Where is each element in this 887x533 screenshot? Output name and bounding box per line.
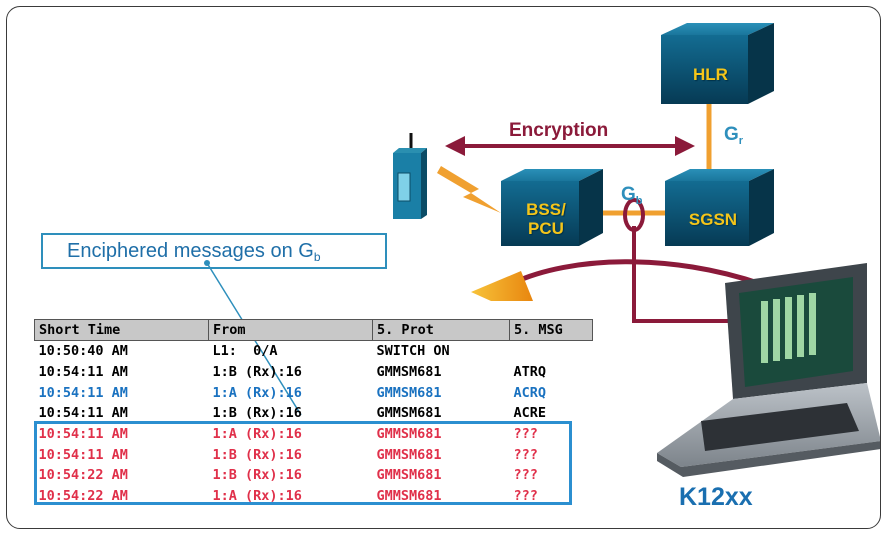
hlr-label: HLR (693, 65, 728, 84)
bss-pcu-cube (501, 169, 603, 246)
network-diagram (393, 23, 880, 477)
hlr-cube (661, 23, 774, 104)
table-row: 10:54:11 AM 1:B (Rx):16 GMMSM681 ATRQ (35, 362, 593, 383)
table-row: 10:54:11 AM 1:B (Rx):16 GMMSM681??? (35, 444, 593, 465)
cell-msg: ??? (513, 488, 538, 505)
cell-from: 1:B (Rx):16 (212, 467, 302, 484)
column-header-time: Short Time (34, 319, 209, 341)
cell-time: 10:54:11 AM (38, 364, 128, 381)
cell-msg (510, 341, 593, 362)
cell-msg: ACRQ (513, 384, 547, 401)
cell-prot: GMMSM681 (376, 446, 442, 463)
sgsn-label: SGSN (688, 210, 738, 229)
diagram-frame: HLR BSS/ PCU SGSN Encryption Gr Gb Encip… (6, 6, 881, 529)
cell-from: 1:B (Rx):16 (212, 446, 302, 463)
mobile-phone-icon (393, 133, 427, 219)
table-row: 10:50:40 AM L1: 0/A SWITCH ON (35, 341, 593, 362)
column-header-msg: 5. MSG (509, 319, 593, 341)
enciphered-messages-callout: Enciphered messages on Gb (41, 233, 387, 269)
cell-from: 1:B (Rx):16 (212, 405, 302, 422)
gr-interface-label: Gr (724, 124, 744, 147)
table-row: 10:54:11 AM 1:A (Rx):16 GMMSM681??? (35, 424, 593, 445)
cell-from: 1:B (Rx):16 (212, 364, 302, 381)
cell-time: 10:54:11 AM (38, 446, 128, 463)
cell-time: 10:54:22 AM (38, 467, 128, 484)
cell-time: 10:54:22 AM (38, 488, 128, 505)
cell-msg: ??? (513, 426, 538, 443)
bss-pcu-label: BSS/ PCU (526, 200, 566, 238)
encryption-label: Encryption (509, 120, 609, 141)
cell-time: 10:54:11 AM (38, 426, 128, 443)
cell-prot: GMMSM681 (376, 405, 442, 422)
cell-from: 1:A (Rx):16 (212, 488, 302, 505)
cell-prot: GMMSM681 (376, 488, 442, 505)
cell-prot: GMMSM681 (376, 384, 442, 401)
cell-from: 1:A (Rx):16 (212, 384, 302, 401)
gb-interface-label: Gb (621, 184, 643, 207)
probe-line (623, 198, 763, 323)
cell-time: 10:54:11 AM (38, 384, 128, 401)
message-log-table: Short Time From 5. Prot 5. MSG 10:50:40 … (34, 319, 593, 507)
table-row: 10:54:11 AM 1:B (Rx):16 GMMSM681 ACRE (35, 403, 593, 424)
device-label: K12xx (679, 483, 753, 511)
curved-arrow-icon (471, 259, 762, 301)
sgsn-cube (665, 169, 774, 246)
table-row: 10:54:11 AM 1:A (Rx):16 GMMSM681 ACRQ (35, 382, 593, 403)
column-header-prot: 5. Prot (372, 319, 510, 341)
cell-msg: ??? (513, 467, 538, 484)
laptop-analyzer-icon (657, 263, 880, 477)
column-header-from: From (208, 319, 373, 341)
cell-prot: GMMSM681 (376, 426, 442, 443)
table-row: 10:54:22 AM 1:B (Rx):16 GMMSM681??? (35, 465, 593, 486)
table-header-row: Short Time From 5. Prot 5. MSG (34, 319, 593, 341)
cell-prot: SWITCH ON (376, 343, 450, 360)
cell-time: 10:54:11 AM (38, 405, 128, 422)
cell-from: 1:A (Rx):16 (212, 426, 302, 443)
table-row: 10:54:22 AM 1:A (Rx):16 GMMSM681??? (35, 486, 593, 507)
cell-msg: ACRE (513, 405, 547, 422)
lightning-icon (437, 166, 501, 213)
encryption-arrow (445, 136, 695, 156)
cell-from: L1: 0/A (212, 343, 278, 360)
cell-time: 10:50:40 AM (38, 343, 128, 360)
cell-prot: GMMSM681 (376, 364, 442, 381)
cell-msg: ATRQ (513, 364, 547, 381)
cell-msg: ??? (513, 446, 538, 463)
cell-prot: GMMSM681 (376, 467, 442, 484)
